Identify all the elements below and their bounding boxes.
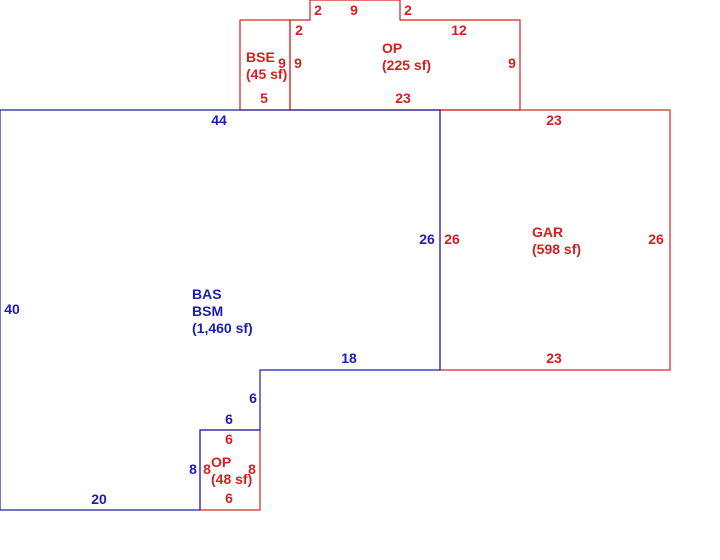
dim-main-left: 40 [4,301,20,317]
gar-area-name: GAR [532,224,563,240]
dim-bse-bottom: 5 [260,90,268,106]
dim-op-right: 9 [508,55,516,71]
dim-op-bottom: 23 [395,90,411,106]
dim-op-top-right: 12 [451,22,467,38]
main-area-name-2: BSM [192,303,223,319]
main-dimension-labels: 44 40 26 18 6 6 8 20 [4,112,435,507]
dim-main-top: 44 [211,112,227,128]
dim-gar-left: 26 [444,231,460,247]
op-top-area-sf: (225 sf) [382,57,431,73]
bse-area-sf: (45 sf) [246,66,287,82]
dim-op-left-short: 2 [295,22,303,38]
bse-area-name: BSE [246,49,275,65]
dim-main-step-vertical: 6 [249,390,257,406]
dim-main-notch-top: 6 [225,411,233,427]
dim-main-right-upper: 26 [419,231,435,247]
dim-gar-right: 26 [648,231,664,247]
dim-op-bump-top: 9 [350,2,358,18]
dim-main-step-horizontal: 18 [341,350,357,366]
area-labels: BAS BSM (1,460 sf) GAR (598 sf) OP (225 … [192,40,581,487]
op-top-outline [289,0,521,111]
dim-opb-left: 8 [203,461,211,477]
dim-gar-bottom: 23 [546,350,562,366]
main-area-sf: (1,460 sf) [192,320,253,336]
dim-op-bump-left: 2 [314,2,322,18]
other-dimension-labels: 23 26 26 23 2 9 2 2 12 9 9 23 9 5 6 8 8 … [203,2,664,506]
dim-op-left: 9 [294,55,302,71]
dim-bse-right: 9 [278,55,286,71]
gar-area-sf: (598 sf) [532,241,581,257]
main-area-outline [0,109,441,511]
op-top-area-name: OP [382,40,402,56]
dim-opb-bottom: 6 [225,490,233,506]
dim-gar-top: 23 [546,112,562,128]
dim-opb-right: 8 [248,461,256,477]
dim-main-notch-left: 8 [189,461,197,477]
dim-opb-top: 6 [225,431,233,447]
dim-op-bump-right: 2 [404,2,412,18]
gar-outline [439,109,671,371]
dim-main-bottom: 20 [91,491,107,507]
op-bottom-area-sf: (48 sf) [211,471,252,487]
main-area-name-1: BAS [192,286,222,302]
op-bottom-area-name: OP [211,454,231,470]
